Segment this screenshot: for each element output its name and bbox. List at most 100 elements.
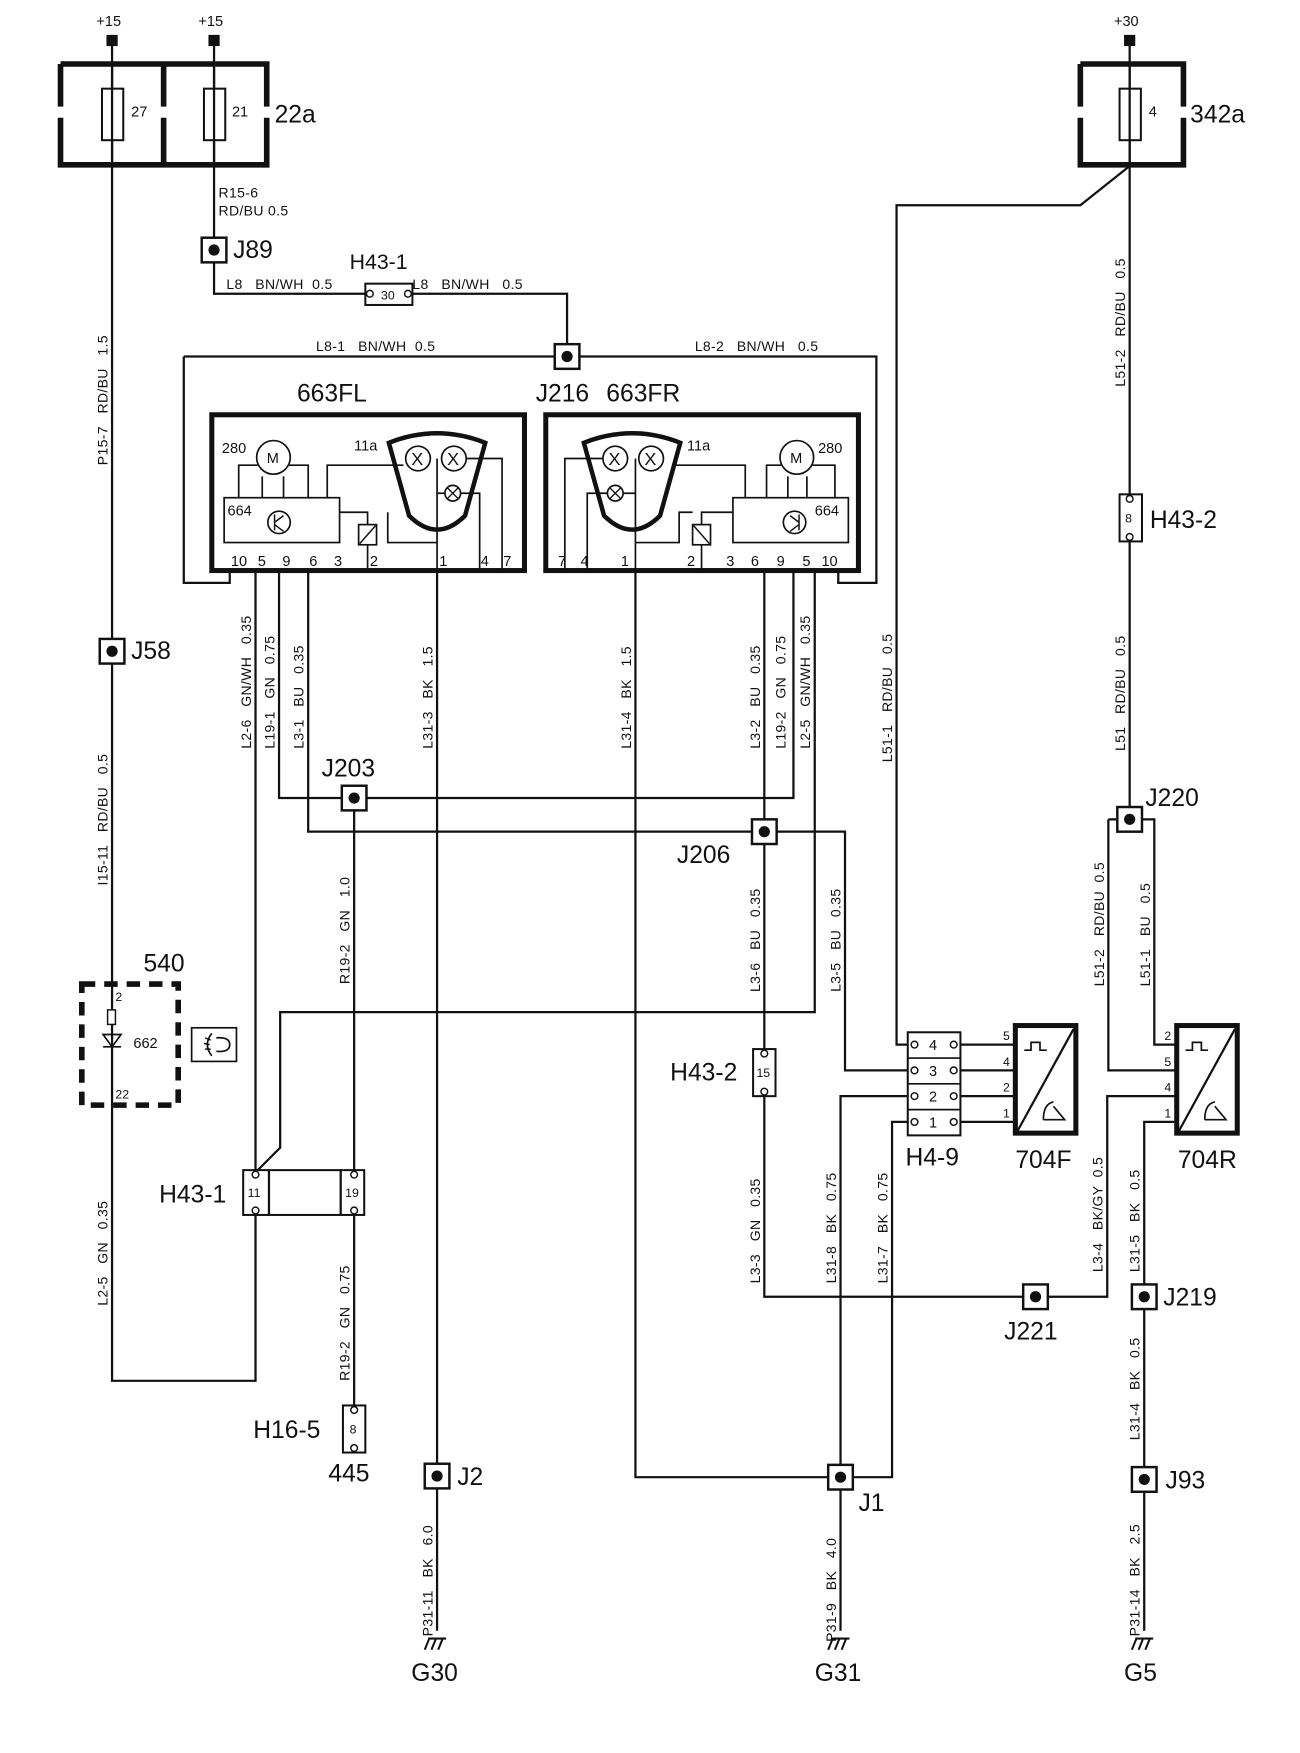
wire-label: I15-11 RD/BU 0.5 bbox=[95, 754, 111, 886]
sensor-pin: 5 bbox=[1164, 1055, 1171, 1069]
ground-label: G5 bbox=[1124, 1660, 1157, 1687]
motor-id: 280 bbox=[818, 441, 842, 457]
wire-label: L31-7 BK 0.75 bbox=[875, 1173, 891, 1284]
wire-label: L51-2 RD/BU 0.5 bbox=[1091, 862, 1107, 986]
switch-540: 540 2 662 22 bbox=[79, 951, 238, 1108]
connector-pin: 30 bbox=[381, 288, 395, 302]
wire-label: L3-5 BU 0.35 bbox=[828, 888, 844, 991]
lamp-pin: 9 bbox=[777, 554, 785, 570]
svg-text:X: X bbox=[609, 449, 621, 469]
wire-label: RD/BU 0.5 bbox=[219, 202, 289, 218]
pin-label: 22 bbox=[115, 1087, 129, 1101]
wire-l31-5 bbox=[1143, 1120, 1175, 1631]
lamp-pin: 5 bbox=[802, 554, 810, 570]
fuse-number: 27 bbox=[131, 105, 147, 121]
wire-label: L19-1 GN 0.75 bbox=[262, 636, 278, 749]
junction-dot-icon bbox=[1138, 1473, 1150, 1486]
connector-h16-5: 8 H16-5 445 bbox=[253, 1404, 369, 1488]
terminal-icon bbox=[208, 34, 220, 47]
connector-pin: 19 bbox=[345, 1186, 359, 1200]
motor-icon bbox=[779, 439, 815, 476]
lamp-pin: 2 bbox=[370, 554, 378, 570]
lamp-pin: 3 bbox=[726, 554, 734, 570]
sensor-pin: 5 bbox=[1003, 1029, 1010, 1043]
sensor-label: 704F bbox=[1015, 1147, 1071, 1174]
wire-label: L31-3 BK 1.5 bbox=[420, 646, 436, 749]
headlamp-label: 663FR bbox=[606, 380, 680, 407]
transistor-icon bbox=[782, 510, 807, 535]
lamp-pin: 4 bbox=[481, 554, 489, 570]
wire-label: L8-2 BN/WH 0.5 bbox=[695, 338, 819, 354]
lamp-pin: 1 bbox=[621, 554, 629, 570]
wire-label: P31-14 BK 2.5 bbox=[1127, 1524, 1143, 1636]
wire-label: L31-4 BK 0.5 bbox=[1127, 1338, 1143, 1441]
junction-j220: J220 bbox=[1116, 785, 1199, 833]
connector-h43-1-bottom: 11 19 H43-1 bbox=[159, 1169, 366, 1216]
wire-l3-1 bbox=[307, 569, 910, 1072]
fuse-box-label: 342a bbox=[1190, 101, 1245, 128]
ground-g31: G31 bbox=[815, 1637, 861, 1687]
junction-j93: J93 bbox=[1130, 1465, 1206, 1494]
wire-label: R15-6 bbox=[219, 184, 259, 200]
ground-icon bbox=[423, 1637, 447, 1651]
junction-j89: J89 bbox=[200, 236, 273, 264]
motor-glyph: M bbox=[267, 451, 279, 467]
supply-label-15b: +15 bbox=[198, 14, 223, 30]
wire-label: P31-9 BK 4.0 bbox=[823, 1538, 839, 1642]
junction-label: J93 bbox=[1166, 1467, 1206, 1494]
lamp-pin: 2 bbox=[687, 554, 695, 570]
connector-h43-1-top: 30 H43-1 bbox=[350, 250, 414, 306]
sensor-pin: 2 bbox=[1164, 1029, 1171, 1043]
junction-label: J203 bbox=[322, 756, 375, 783]
connector-label: H43-1 bbox=[350, 250, 408, 274]
supply-label-15a: +15 bbox=[96, 14, 121, 30]
wire-label: L51-2 RD/BU 0.5 bbox=[1112, 258, 1128, 387]
junction-dot-icon bbox=[106, 645, 118, 657]
wire-p15-7 bbox=[110, 42, 257, 1382]
connector-pin: 8 bbox=[350, 1422, 357, 1436]
wire-label: L2-5 GN/WH 0.35 bbox=[797, 616, 813, 749]
ground-g5: G5 bbox=[1124, 1637, 1157, 1687]
connector-label: H43-1 bbox=[159, 1182, 226, 1209]
wire-label: L3-1 BU 0.35 bbox=[291, 645, 307, 748]
fuse-box-22a: 27 21 22a bbox=[57, 61, 316, 168]
junction-label: J89 bbox=[233, 237, 273, 264]
wire-label: L51 RD/BU 0.5 bbox=[1112, 636, 1128, 751]
pin-label: 2 bbox=[115, 990, 122, 1004]
lamp-pin: 6 bbox=[751, 554, 759, 570]
wire-l51-1-left bbox=[895, 165, 1131, 1046]
resistor-icon bbox=[106, 1009, 117, 1026]
bulb-id: 11a bbox=[354, 439, 378, 455]
wire-l2-5 bbox=[254, 569, 816, 1174]
connector-pin: 11 bbox=[248, 1186, 261, 1200]
ground-label: G30 bbox=[411, 1660, 458, 1687]
wire-label: L2-5 GN 0.35 bbox=[95, 1201, 111, 1306]
lamp-pin: 9 bbox=[282, 554, 290, 570]
lamp-pin: 1 bbox=[439, 554, 447, 570]
junction-dot-icon bbox=[758, 826, 770, 838]
junction-j203: J203 bbox=[322, 756, 375, 812]
junction-dot-icon bbox=[348, 792, 360, 804]
lamp-pin: 10 bbox=[231, 554, 247, 570]
bulb-id: 11a bbox=[687, 439, 711, 455]
fuse-box-outline bbox=[1077, 61, 1187, 168]
bulb-icon bbox=[637, 445, 665, 472]
wire-label: P15-7 RD/BU 1.5 bbox=[95, 335, 111, 465]
lamp-pin: 6 bbox=[309, 554, 317, 570]
connector-label: H43-2 bbox=[1150, 507, 1217, 534]
wire-labels-horizontal: R15-6 RD/BU 0.5 L8 BN/WH 0.5 L8 BN/WH 0.… bbox=[219, 184, 819, 354]
junction-dot-icon bbox=[431, 1470, 443, 1482]
sensor-pin: 2 bbox=[1003, 1081, 1010, 1095]
connector-label: H4-9 bbox=[906, 1145, 959, 1172]
wire-label: L3-6 BU 0.35 bbox=[747, 888, 763, 991]
junction-dot-icon bbox=[1138, 1291, 1150, 1303]
lamp-pin: 3 bbox=[334, 554, 342, 570]
junction-label: J221 bbox=[1004, 1318, 1057, 1345]
ground-icon bbox=[827, 1637, 850, 1651]
